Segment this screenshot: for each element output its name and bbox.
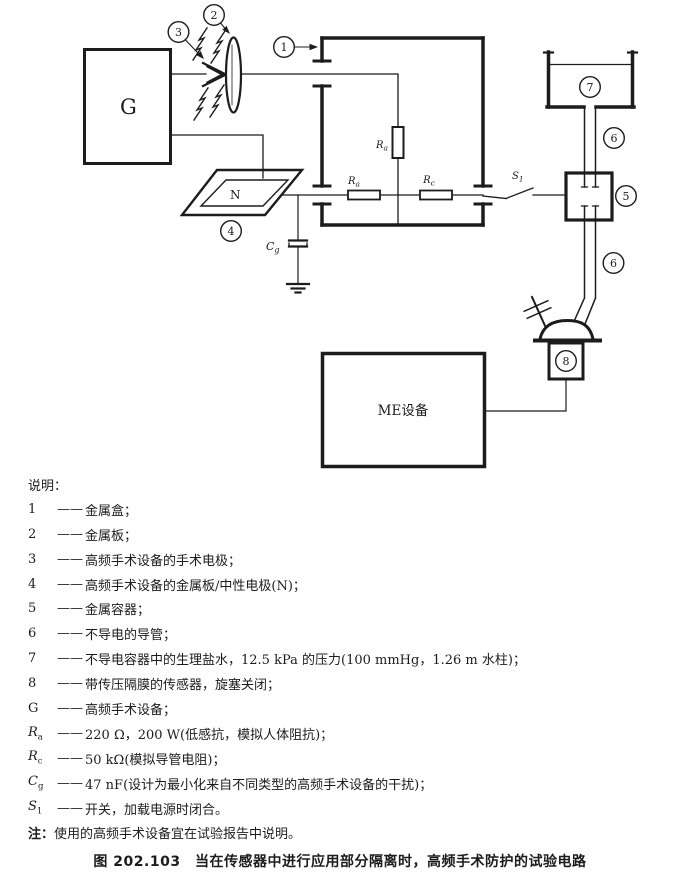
callout-6-upper: 6	[603, 126, 626, 149]
legend-item-8: 8——带传压隔膜的传感器，旋塞关闭；	[28, 676, 281, 694]
legend-item-5: 5——金属容器；	[28, 601, 151, 619]
callout-7: 7	[579, 75, 602, 98]
legend: 说明： 1——金属盒； 2——金属板； 3——高频手术设备的手术电极； 4——高…	[28, 472, 672, 845]
neutral-wire	[170, 134, 264, 179]
callout-5: 5	[615, 184, 638, 207]
metal-vessel	[564, 171, 614, 222]
resistor-ra: Ra	[347, 176, 381, 201]
resistor-ra-top: Ra	[375, 126, 405, 159]
svg-text:4: 4	[228, 225, 235, 238]
generator-label: G	[120, 95, 137, 119]
svg-text:8: 8	[563, 355, 570, 368]
figure-caption: 图 202.103 当在传感器中进行应用部分隔离时，高频手术防护的试验电路	[93, 854, 587, 870]
legend-item-g: G——高频手术设备；	[28, 700, 177, 718]
svg-text:Ra: Ra	[347, 176, 360, 189]
spark-bolts-icon	[192, 27, 226, 121]
svg-text:6: 6	[610, 257, 617, 270]
metal-box	[312, 36, 493, 227]
me-equipment-label: ME设备	[378, 402, 429, 419]
svg-text:6: 6	[611, 132, 618, 145]
callout-leaders	[184, 22, 318, 59]
callout-1: 1	[273, 36, 296, 59]
svg-text:Cg: Cg	[266, 240, 280, 255]
legend-item-3: 3——高频手术设备的手术电极；	[28, 551, 242, 569]
legend-item-1: 1——金属盒；	[28, 501, 138, 519]
resistor-rc: Rc	[419, 175, 453, 201]
svg-text:Rc: Rc	[422, 175, 436, 188]
svg-text:3: 3	[175, 26, 182, 39]
svg-text:5: 5	[623, 190, 630, 203]
svg-text:2: 2	[211, 9, 218, 22]
legend-item-6: 6——不导电的导管；	[28, 626, 177, 644]
svg-text:1: 1	[281, 41, 288, 54]
switch-s1: S1	[482, 171, 567, 200]
neutral-electrode-plate: N	[179, 168, 305, 217]
callout-2: 2	[202, 3, 225, 27]
neutral-label: N	[230, 188, 241, 202]
hf-generator-box: G	[83, 48, 172, 165]
stopcock-closed-icon	[523, 295, 552, 330]
saline-container	[542, 50, 639, 109]
callout-3: 3	[167, 21, 190, 44]
svg-text:S1: S1	[512, 171, 524, 184]
svg-text:Ra: Ra	[375, 140, 388, 153]
legend-title: 说明：	[28, 478, 68, 494]
legend-item-rc: Rc——50 kΩ(模拟导管电阻)；	[28, 749, 226, 768]
circuit-diagram: G	[83, 3, 639, 469]
catheter-tube-upper	[583, 106, 597, 174]
svg-text:7: 7	[587, 81, 594, 94]
ground-icon	[285, 282, 311, 294]
capacitor-cg: Cg	[266, 194, 311, 294]
callout-6-lower: 6	[602, 251, 625, 274]
me-equipment-box: ME设备	[320, 351, 487, 469]
callout-4: 4	[219, 219, 242, 242]
metal-plate	[224, 36, 243, 114]
callout-8: 8	[555, 350, 578, 373]
sensor-cable	[485, 378, 567, 412]
legend-item-s1: S1——开关，加载电源时闭合。	[28, 799, 229, 818]
legend-note: 注：使用的高频手术设备宜在试验报告中说明。	[28, 827, 302, 843]
catheter-tube-lower	[570, 219, 597, 330]
legend-item-4: 4——高频手术设备的金属板/中性电极(N)；	[28, 576, 306, 594]
legend-item-7: 7——不导电容器中的生理盐水，12.5 kPa 的压力(100 mmHg，1.2…	[28, 651, 526, 669]
legend-item-2: 2——金属板；	[28, 526, 138, 544]
legend-item-ra: Ra——220 Ω，200 W(低感抗，模拟人体阻抗)；	[28, 724, 334, 743]
legend-item-cg: Cg——47 nF(设计为最小化来自不同类型的高频手术设备的干扰)；	[28, 774, 433, 793]
top-branch-wire	[240, 73, 399, 128]
